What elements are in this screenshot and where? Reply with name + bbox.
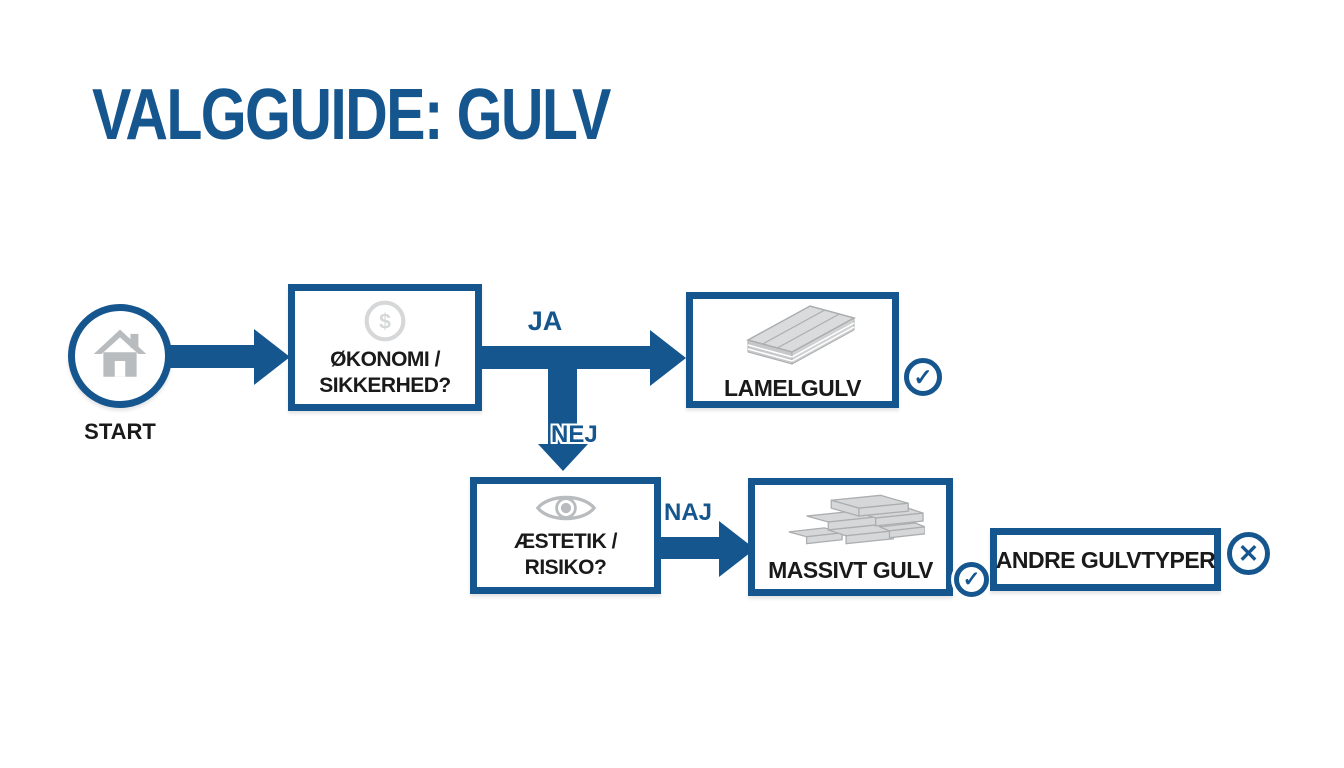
eye-icon (535, 491, 597, 525)
result-lamelgulv-box: LAMELGULV (686, 292, 899, 408)
result-andre-gulvtyper-box: ANDRE GULVTYPER (990, 528, 1221, 591)
page-title: VALGGUIDE: GULV (92, 75, 611, 155)
decision-economy-line1: ØKONOMI / (330, 347, 440, 371)
arrowhead-start-to-economy (254, 329, 290, 385)
svg-text:$: $ (379, 310, 391, 333)
solid-planks-icon (777, 490, 926, 550)
arrow-start-to-economy (170, 345, 256, 368)
edge-label-ja: JA (527, 306, 563, 336)
arrow-aesthetic-to-massiv (661, 537, 721, 559)
result-massivt-gulv-box: MASSIVT GULV (748, 478, 953, 596)
engineered-plank-icon (718, 298, 868, 368)
result-massivt-gulv-label: MASSIVT GULV (768, 556, 933, 583)
house-icon (92, 326, 148, 382)
result-andre-gulvtyper-label: ANDRE GULVTYPER (995, 547, 1216, 574)
arrowhead-economy-to-lamel (650, 330, 686, 386)
start-node (68, 304, 172, 408)
decision-aesthetic-line2: RISIKO? (524, 555, 607, 579)
coin-icon: $ (363, 299, 407, 343)
result-lamelgulv-label: LAMELGULV (724, 374, 861, 401)
decision-economy-line2: SIKKERHED? (319, 373, 451, 397)
check-circle-icon-massivt-gulv: ✓ (954, 562, 989, 597)
arrow-economy-to-aesthetic (548, 357, 577, 445)
decision-economy-box: $ ØKONOMI / SIKKERHED? (288, 284, 482, 411)
edge-label-naj: NAJ (664, 499, 713, 526)
edge-label-nej: NEJ (551, 421, 598, 448)
start-label: START (84, 419, 156, 444)
check-circle-icon-lamelgulv: ✓ (904, 358, 942, 396)
decision-aesthetic-box: ÆSTETIK / RISIKO? (470, 477, 661, 594)
x-circle-icon-andre-gulvtyper: ✕ (1227, 532, 1270, 575)
decision-aesthetic-line1: ÆSTETIK / (514, 529, 617, 553)
arrowhead-economy-to-aesthetic (538, 444, 588, 471)
